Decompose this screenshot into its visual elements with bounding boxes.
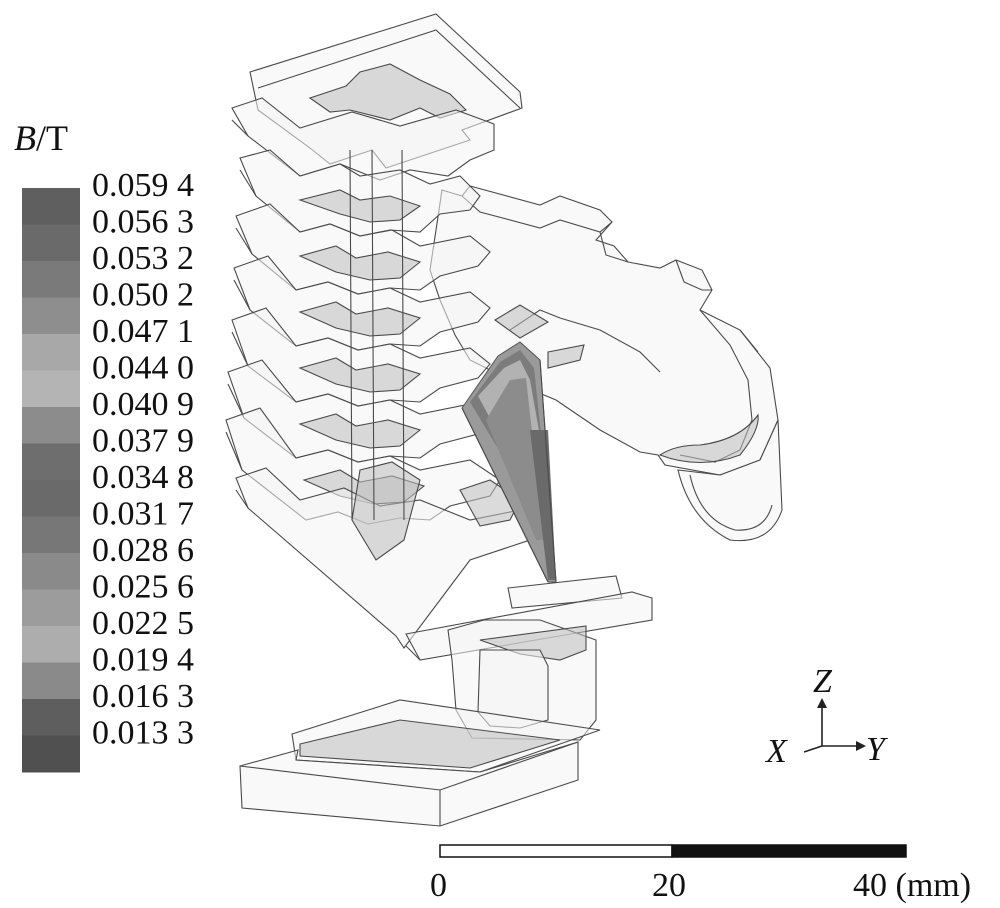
legend-label: 0.053 2: [92, 240, 194, 277]
scale-bar: 0 20 40 (mm): [430, 844, 971, 904]
legend-swatch: [22, 626, 80, 663]
axis-triad: Z X Y: [764, 663, 888, 770]
legend-color-bar: [22, 188, 80, 773]
flux-tube: [461, 341, 557, 583]
legend-swatch: [22, 553, 80, 590]
scale-label-0: 0: [430, 867, 447, 904]
lower-yoke: [239, 575, 653, 827]
axis-label-y: Y: [866, 731, 888, 768]
legend-swatch: [22, 334, 80, 371]
legend-title: B/T: [14, 118, 68, 158]
legend-label: 0.040 9: [92, 386, 194, 423]
axis-label-x: X: [764, 733, 788, 770]
scale-label-40: 40 (mm): [853, 867, 971, 904]
legend-swatch: [22, 589, 80, 627]
scale-bar-black-segment: [671, 844, 907, 858]
legend-swatch: [22, 370, 80, 408]
legend-label: 0.016 3: [92, 678, 194, 715]
axis-label-z: Z: [813, 663, 833, 700]
legend-labels: 0.059 40.056 30.053 20.050 20.047 10.044…: [92, 167, 194, 752]
legend-swatch: [22, 699, 80, 736]
legend-swatch: [22, 224, 80, 262]
legend-swatch: [22, 480, 80, 517]
coil-model: [225, 13, 783, 827]
legend-swatch: [22, 297, 80, 335]
legend-label: 0.044 0: [92, 350, 194, 387]
legend-swatch: [22, 443, 80, 481]
scale-bar-white-segment: [439, 844, 673, 858]
legend-label: 0.013 3: [92, 715, 194, 752]
legend-swatch: [22, 516, 80, 554]
right-arm: [429, 185, 783, 542]
legend-label: 0.056 3: [92, 204, 194, 241]
legend-label: 0.059 4: [92, 167, 194, 204]
legend-label: 0.031 7: [92, 496, 194, 533]
legend-label: 0.037 9: [92, 423, 194, 460]
legend-swatch: [22, 188, 80, 225]
legend-title-symbol: B: [14, 118, 36, 158]
legend-label: 0.047 1: [92, 313, 194, 350]
color-legend: B/T 0.059 40.056 30.053 20.050 20.047 10…: [14, 118, 194, 773]
legend-swatch: [22, 662, 80, 700]
legend-swatch: [22, 735, 80, 773]
legend-swatch: [22, 407, 80, 444]
legend-label: 0.050 2: [92, 277, 194, 314]
scale-label-20: 20: [652, 867, 686, 904]
legend-label: 0.022 5: [92, 605, 194, 642]
legend-title-unit: /T: [36, 118, 68, 158]
plate-stack: [225, 13, 541, 649]
legend-label: 0.019 4: [92, 642, 194, 679]
legend-swatch: [22, 261, 80, 298]
legend-label: 0.028 6: [92, 532, 194, 569]
legend-label: 0.034 8: [92, 459, 194, 496]
legend-label: 0.025 6: [92, 569, 194, 606]
